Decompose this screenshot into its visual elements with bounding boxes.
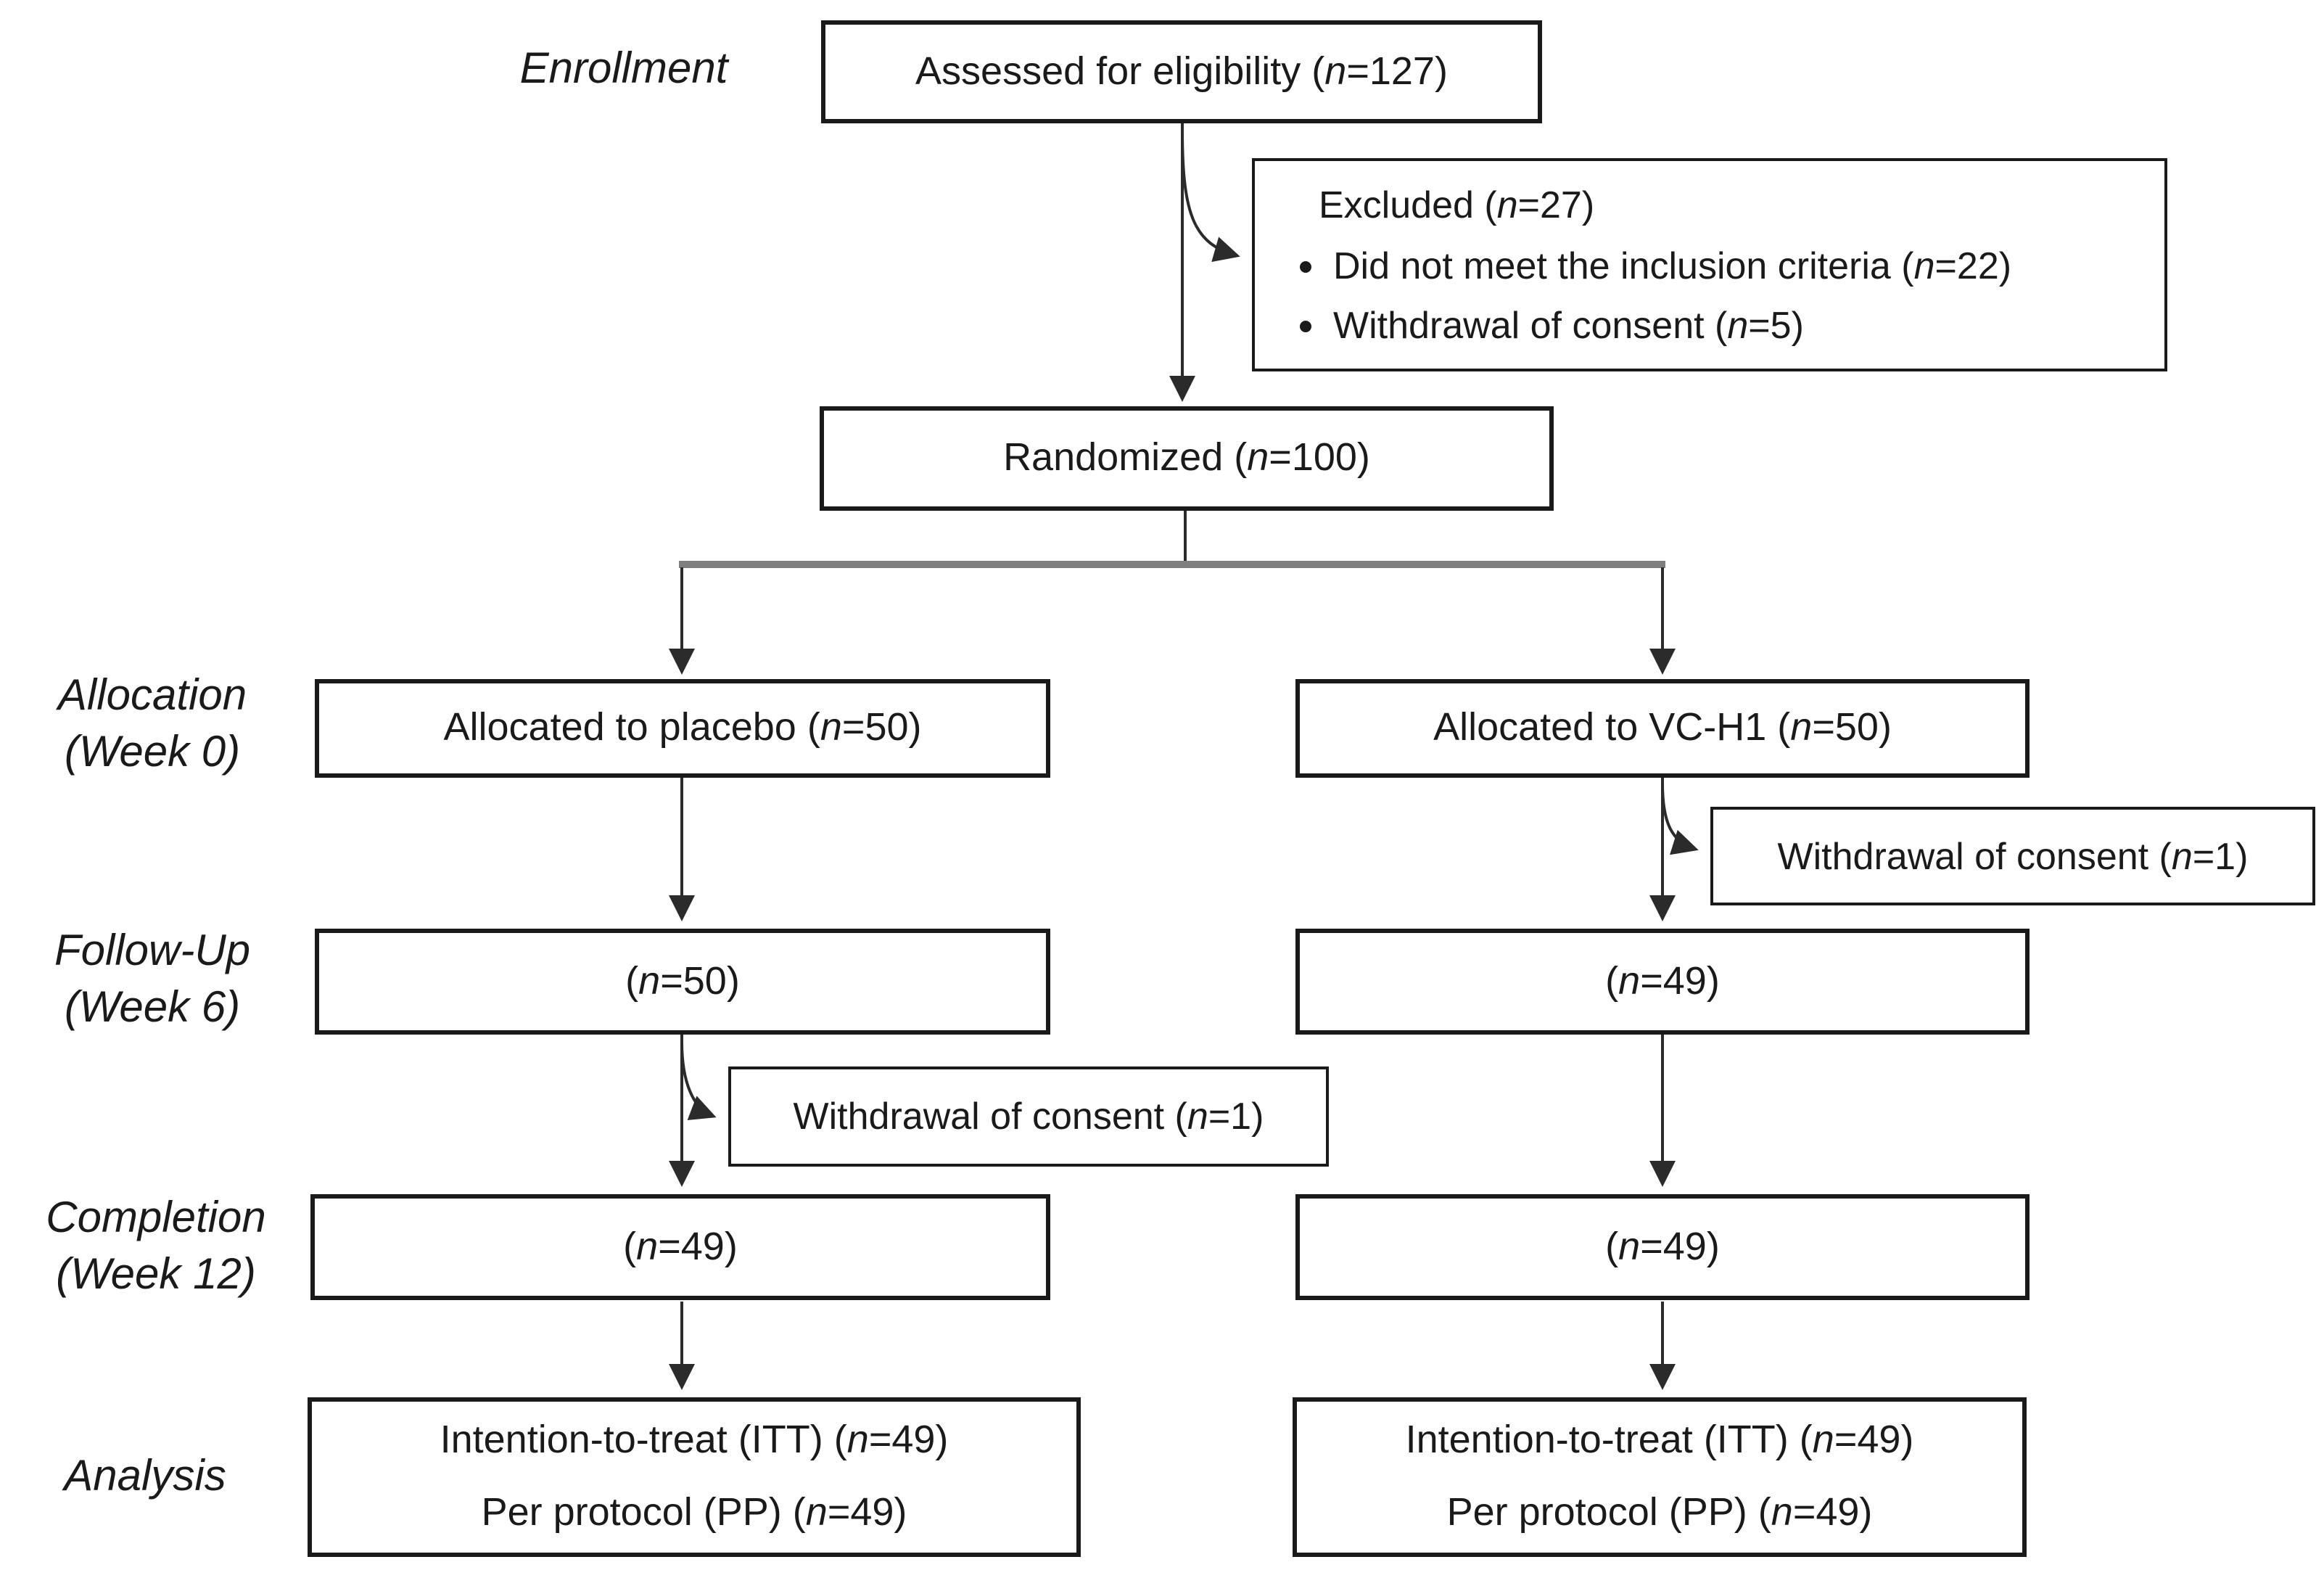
box-text: (n=49) bbox=[623, 1224, 738, 1268]
box-vch1-followup: (n=49) bbox=[1295, 929, 2030, 1035]
box-placebo-followup: (n=50) bbox=[315, 929, 1050, 1035]
stage-label-follow-up: Follow-Up (Week 6) bbox=[7, 923, 297, 1036]
box-text-line: Per protocol (PP) (n=49) bbox=[481, 1490, 907, 1534]
box-text-line: Intention-to-treat (ITT) (n=49) bbox=[1405, 1418, 1914, 1462]
box-text: Allocated to placebo (n=50) bbox=[443, 705, 922, 749]
stage-label-line: (Week 6) bbox=[64, 984, 241, 1032]
stage-label-line: Analysis bbox=[64, 1452, 226, 1500]
box-placebo-completion: (n=49) bbox=[310, 1194, 1050, 1300]
box-vch1-analysis: Intention-to-treat (ITT) (n=49) Per prot… bbox=[1293, 1397, 2027, 1557]
box-text: Withdrawal of consent (n=1) bbox=[1777, 834, 2249, 878]
box-text-line: Intention-to-treat (ITT) (n=49) bbox=[440, 1418, 949, 1462]
box-allocated-vch1: Allocated to VC-H1 (n=50) bbox=[1295, 679, 2030, 778]
stage-label-line: Follow-Up bbox=[54, 927, 251, 975]
stage-label-analysis: Analysis bbox=[15, 1448, 276, 1505]
arrow-placebo-to-withdrawal bbox=[680, 1041, 717, 1120]
stage-label-completion: Completion (Week 12) bbox=[0, 1190, 312, 1303]
excluded-reason-list: Did not meet the inclusion criteria (n=2… bbox=[1281, 237, 2011, 354]
stage-label-line: Allocation bbox=[57, 672, 247, 720]
arrow-vch1-to-withdrawal bbox=[1661, 783, 1699, 855]
excluded-reason: Withdrawal of consent (n=5) bbox=[1333, 295, 2011, 354]
excluded-reason: Did not meet the inclusion criteria (n=2… bbox=[1333, 237, 2011, 296]
box-assessed-for-eligibility: Assessed for eligibility (n=127) bbox=[821, 20, 1542, 123]
box-vch1-withdrawal: Withdrawal of consent (n=1) bbox=[1710, 807, 2315, 905]
box-text: Assessed for eligibility (n=127) bbox=[915, 49, 1448, 93]
stage-label-line: Enrollment bbox=[519, 45, 728, 93]
stage-label-enrollment: Enrollment bbox=[479, 41, 769, 97]
stage-label-allocation: Allocation (Week 0) bbox=[7, 667, 297, 781]
box-text: (n=49) bbox=[1605, 1224, 1720, 1268]
box-placebo-analysis: Intention-to-treat (ITT) (n=49) Per prot… bbox=[308, 1397, 1081, 1557]
excluded-title: Excluded (n=27) bbox=[1319, 183, 1595, 227]
stage-label-line: (Week 0) bbox=[64, 728, 241, 776]
box-text: (n=49) bbox=[1605, 958, 1720, 1003]
box-excluded: Excluded (n=27) Did not meet the inclusi… bbox=[1252, 158, 2167, 371]
box-vch1-completion: (n=49) bbox=[1295, 1194, 2030, 1300]
box-text: (n=50) bbox=[625, 958, 740, 1003]
arrow-assessed-to-excluded bbox=[1181, 130, 1240, 263]
stage-label-line: (Week 12) bbox=[56, 1251, 256, 1299]
box-placebo-withdrawal: Withdrawal of consent (n=1) bbox=[728, 1066, 1329, 1167]
stage-label-line: Completion bbox=[46, 1194, 266, 1242]
box-allocated-placebo: Allocated to placebo (n=50) bbox=[315, 679, 1050, 778]
box-text: Randomized (n=100) bbox=[1003, 435, 1370, 480]
box-text: Withdrawal of consent (n=1) bbox=[793, 1094, 1264, 1138]
box-text-line: Per protocol (PP) (n=49) bbox=[1446, 1490, 1873, 1534]
box-text: Allocated to VC-H1 (n=50) bbox=[1433, 705, 1892, 749]
box-randomized: Randomized (n=100) bbox=[820, 406, 1554, 511]
